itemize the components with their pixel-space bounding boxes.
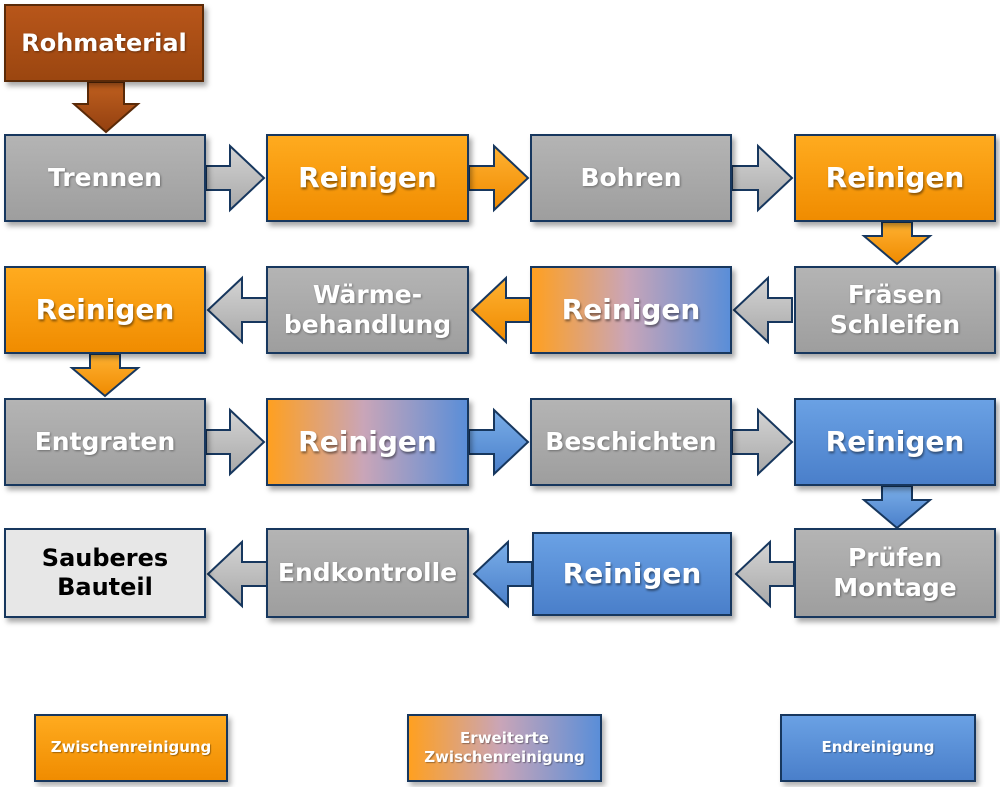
arrow-down-2 [861,221,933,266]
step-reinigen-2: Reinigen [794,134,996,222]
step-reinigen-1: Reinigen [266,134,469,222]
arrow-right-1 [205,143,266,213]
step-reinigen-7: Reinigen [532,532,732,616]
arrow-down-4 [861,485,933,530]
arrow-left-4 [734,539,795,609]
legend-zwischenreinigung: Zwischenreinigung [34,714,228,782]
step-label: Endkontrolle [277,558,458,587]
arrow-right-5 [468,407,530,477]
arrow-left-6 [206,539,269,609]
step-pruefen-montage: Prüfen Montage [794,528,996,618]
step-fraesen-schleifen: Fräsen Schleifen [794,266,996,354]
step-label: Reinigen [298,161,437,195]
step-label: Beschichten [545,427,717,456]
arrow-right-4 [205,407,266,477]
legend-label: Endreinigung [821,738,935,757]
step-reinigen-4: Reinigen [530,266,732,354]
step-label: Reinigen [562,557,702,591]
arrow-left-2 [470,275,531,345]
arrow-left-5 [472,539,533,609]
step-label: Prüfen Montage [833,543,957,602]
step-label: Wärme- behandlung [283,280,452,339]
step-endkontrolle: Endkontrolle [266,528,469,618]
arrow-left-3 [206,275,269,345]
step-reinigen-5: Reinigen [266,398,469,486]
step-label: Reinigen [35,293,175,327]
step-label: Reinigen [298,425,437,459]
step-label: Reinigen [825,161,965,195]
step-reinigen-3: Reinigen [4,266,206,354]
arrow-right-6 [731,407,794,477]
step-entgraten: Entgraten [4,398,206,486]
step-label: Trennen [48,163,162,192]
step-label: Reinigen [825,425,965,459]
legend-endreinigung: Endreinigung [780,714,976,782]
step-label: Bohren [580,163,682,192]
arrow-right-3 [731,143,794,213]
step-label: Fräsen Schleifen [829,280,961,339]
legend-label: Zwischenreinigung [50,738,212,757]
step-sauberes-bauteil: Sauberes Bauteil [4,528,206,618]
step-bohren: Bohren [530,134,732,222]
step-label: Reinigen [561,293,701,327]
step-label: Rohmaterial [21,28,187,57]
arrow-down-rohmaterial [71,81,141,134]
step-rohmaterial: Rohmaterial [4,4,204,82]
arrow-down-3 [69,353,141,398]
step-waermebehandlung: Wärme- behandlung [266,266,469,354]
step-reinigen-6: Reinigen [794,398,996,486]
step-trennen: Trennen [4,134,206,222]
legend-erweiterte-zwischenreinigung: Erweiterte Zwischenreinigung [407,714,602,782]
arrow-right-2 [468,143,530,213]
legend-label: Erweiterte Zwischenreinigung [424,728,585,767]
arrow-left-1 [732,275,793,345]
step-label: Entgraten [34,427,176,456]
step-beschichten: Beschichten [530,398,732,486]
step-label: Sauberes Bauteil [41,544,169,601]
